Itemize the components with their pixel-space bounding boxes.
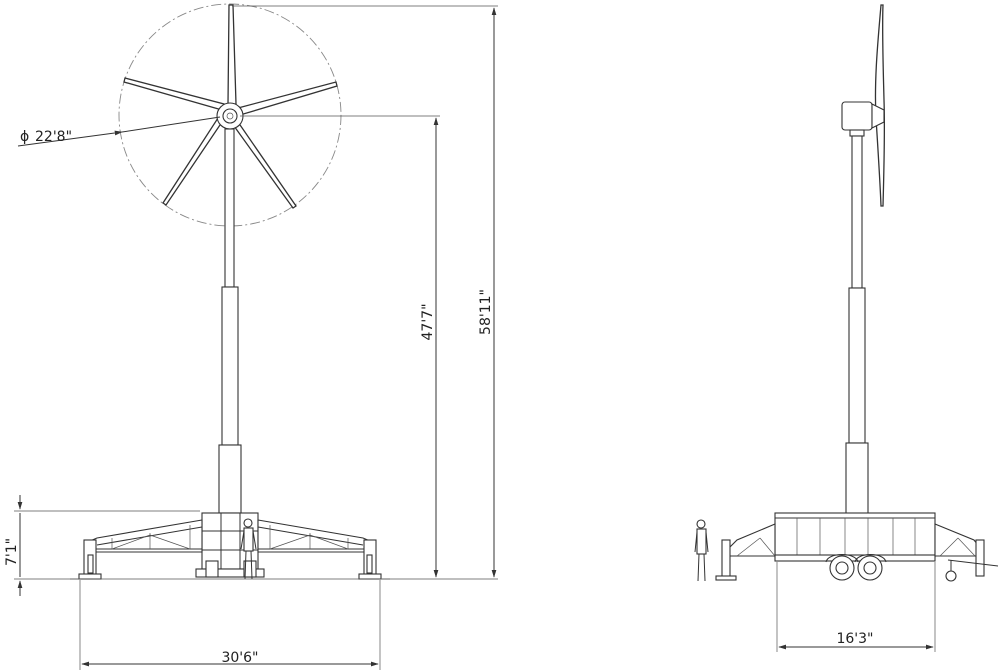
rotor-diameter-label: 22'8": [35, 129, 72, 145]
person-scale-figure-side: [694, 519, 709, 582]
trailer-wheels: [825, 554, 887, 581]
deployed-width-label: 30'6": [221, 650, 258, 666]
trailer-body-side: [774, 512, 936, 562]
right-outrigger-side: [934, 523, 999, 582]
side-view: [694, 4, 999, 582]
tower-lower-section: [218, 444, 242, 514]
tower-lower-section-side: [845, 442, 869, 516]
overall-height-label: 58'11": [478, 289, 494, 335]
left-outrigger: [78, 519, 203, 580]
diameter-symbol: ϕ: [20, 129, 29, 145]
trailer-length-label: 16'3": [836, 631, 873, 647]
hub-height-label: 47'7": [420, 303, 436, 340]
nacelle: [841, 101, 885, 137]
side-dimensions: 16'3": [776, 562, 936, 652]
tower-middle-section: [221, 286, 239, 446]
base-height-label: 7'1": [4, 538, 20, 566]
blade-side-profile: [874, 4, 886, 207]
front-view: [70, 3, 390, 580]
front-dimensions: ϕ 22'8" 47'7" 58'11" 7'1" 30'6": [4, 5, 498, 670]
rotor-hub: [216, 102, 244, 130]
svg-text:ϕ: ϕ: [20, 129, 29, 145]
person-scale-figure-front: [240, 518, 257, 580]
tower-upper-section-side: [851, 135, 863, 289]
tower-middle-section-side: [848, 287, 866, 444]
trailer-cabinet-front: [195, 512, 265, 578]
right-outrigger: [257, 519, 382, 580]
tower-upper-section: [224, 128, 235, 288]
rotor-swept-circle: [118, 3, 342, 227]
left-outrigger-side: [715, 523, 776, 581]
